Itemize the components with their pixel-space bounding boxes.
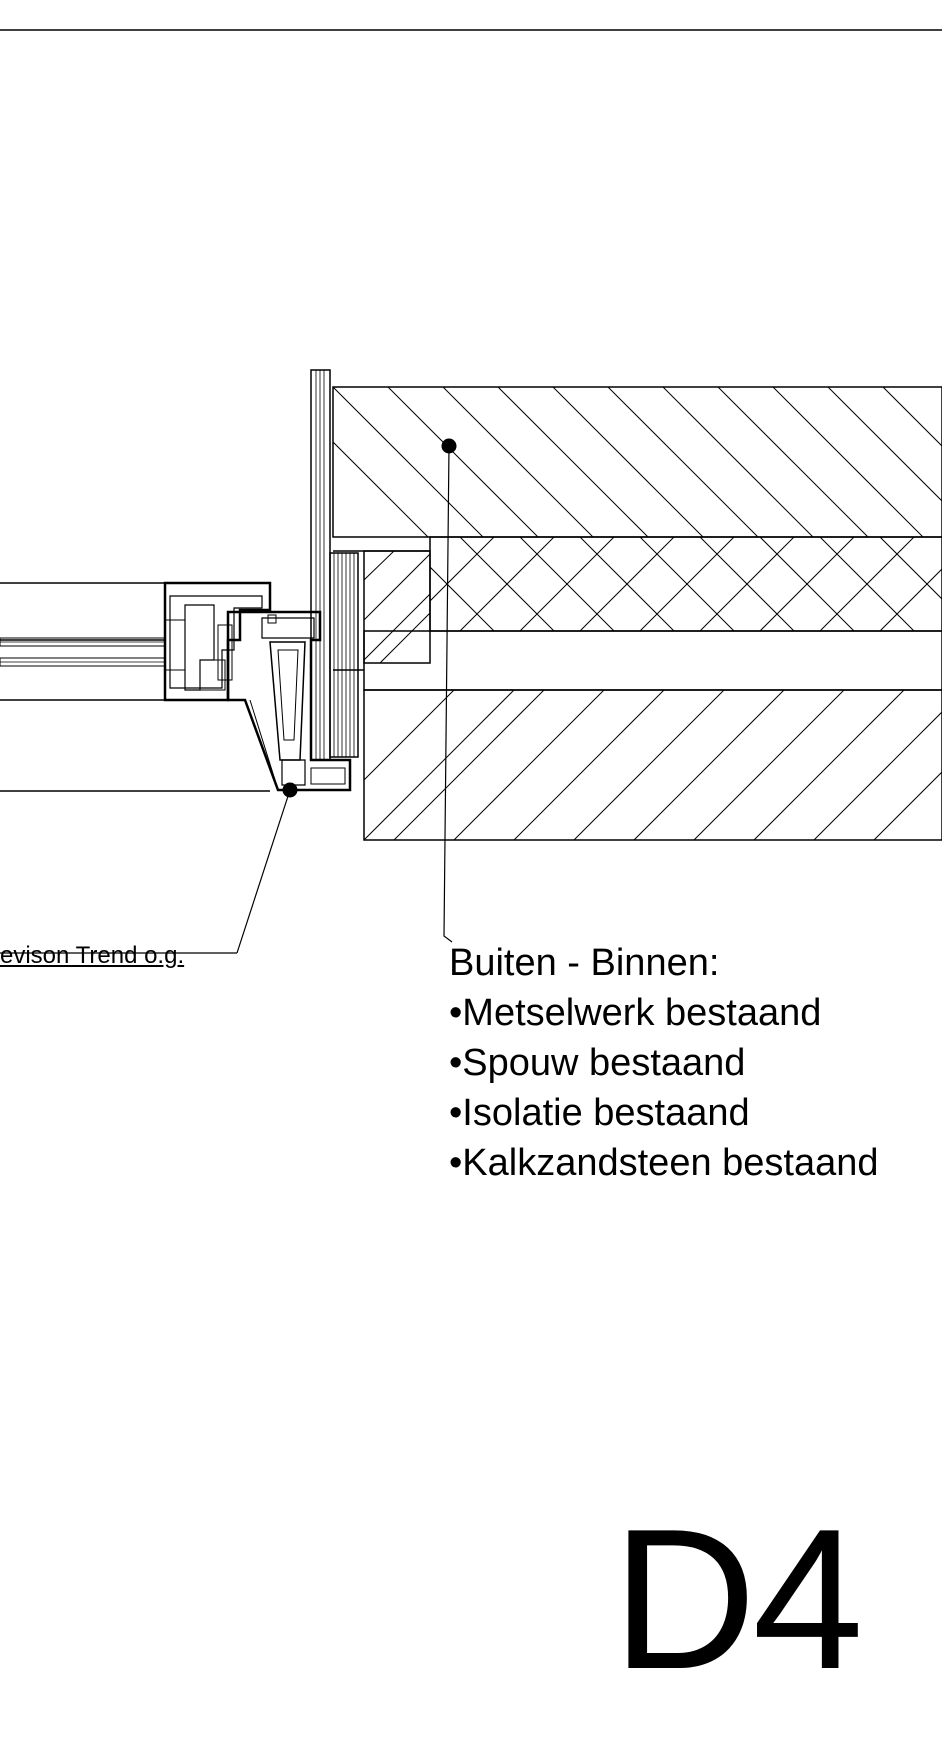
leaders <box>0 438 457 954</box>
material-leader-dot <box>441 438 457 454</box>
brick-hatch <box>333 387 942 537</box>
material-item: •Kalkzandsteen bestaand <box>449 1142 879 1184</box>
insulation-hatch <box>430 537 942 631</box>
material-leader <box>443 445 453 943</box>
material-item: •Metselwerk bestaand <box>449 992 822 1034</box>
material-legend-heading: Buiten - Binnen: <box>449 942 720 984</box>
cavity-layer <box>363 630 942 691</box>
material-item: •Isolatie bestaand <box>449 1092 750 1134</box>
wall-section <box>332 386 942 841</box>
window-frame-profile <box>0 581 352 792</box>
frame-profile-label: evison Trend o.g. <box>0 942 185 969</box>
detail-code: D4 <box>612 1488 864 1711</box>
trim-plate <box>310 369 359 761</box>
material-legend: Buiten - Binnen: •Metselwerk bestaand •S… <box>449 938 879 1188</box>
frame-leader-dot <box>282 782 298 798</box>
material-item: •Spouw bestaand <box>449 1042 746 1084</box>
frame-leader <box>236 789 291 954</box>
